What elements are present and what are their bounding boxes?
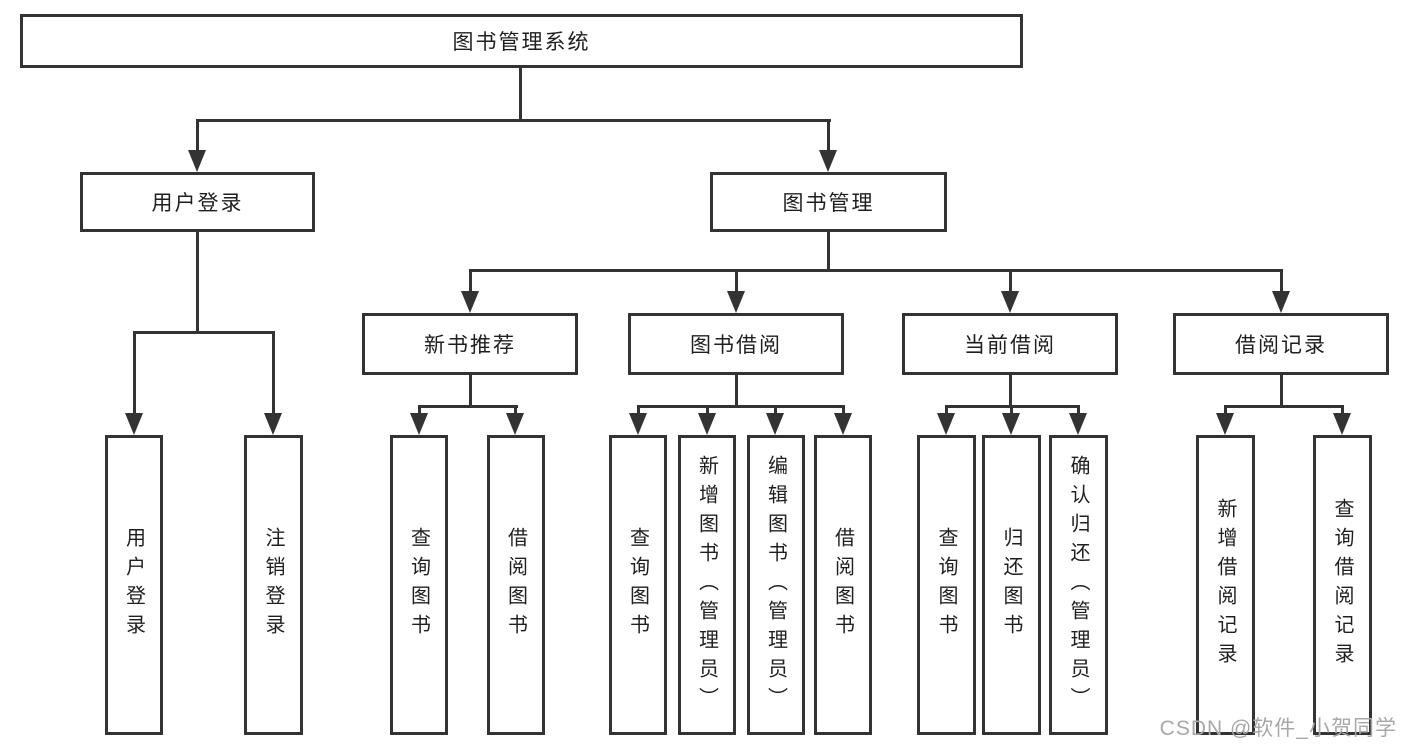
leaf-query-book-current: 查询图书: [917, 435, 976, 735]
arrowhead-down-icon: [629, 413, 647, 435]
connector-line: [469, 269, 1282, 272]
arrowhead-down-icon: [698, 413, 716, 435]
arrowhead-down-icon: [125, 413, 143, 435]
connector-line: [945, 405, 948, 415]
node-user-login: 用户登录: [80, 172, 315, 232]
leaf-add-borrow-record: 新增借阅记录: [1196, 435, 1255, 735]
connector-line: [1280, 269, 1283, 293]
connector-line: [827, 119, 830, 152]
connector-line: [418, 405, 421, 415]
connector-line: [272, 331, 275, 413]
connector-line: [469, 373, 472, 407]
arrowhead-down-icon: [188, 150, 206, 172]
connector-line: [637, 405, 640, 415]
connector-line: [1280, 373, 1283, 407]
leaf-return-book: 归还图书: [982, 435, 1041, 735]
arrowhead-down-icon: [461, 291, 479, 313]
connector-line: [133, 331, 275, 334]
connector-line: [1077, 405, 1080, 415]
connector-line: [469, 269, 472, 293]
leaf-query-book-borrow: 查询图书: [609, 435, 667, 735]
node-root: 图书管理系统: [20, 14, 1023, 68]
arrowhead-down-icon: [1272, 291, 1290, 313]
arrowhead-down-icon: [834, 413, 852, 435]
leaf-confirm-return-admin: 确认归还（管理员）: [1049, 435, 1108, 735]
leaf-query-borrow-record: 查询借阅记录: [1313, 435, 1372, 735]
connector-line: [196, 119, 831, 122]
connector-line: [133, 331, 136, 413]
connector-line: [1009, 373, 1012, 407]
arrowhead-down-icon: [1216, 413, 1234, 435]
leaf-borrow-book-newbook: 借阅图书: [487, 435, 545, 735]
connector-line: [514, 405, 517, 415]
connector-line: [1341, 405, 1344, 415]
connector-line: [706, 405, 709, 415]
arrowhead-down-icon: [264, 413, 282, 435]
connector-line: [842, 405, 845, 415]
arrowhead-down-icon: [1069, 413, 1087, 435]
leaf-logout: 注销登录: [244, 435, 303, 735]
arrowhead-down-icon: [410, 413, 428, 435]
csdn-watermark: CSDN @软件_小贺同学: [1159, 717, 1397, 740]
leaf-query-book-newbook: 查询图书: [390, 435, 448, 735]
arrowhead-down-icon: [1002, 413, 1020, 435]
connector-line: [1010, 405, 1013, 415]
node-book-borrow: 图书借阅: [628, 313, 844, 375]
node-current-borrow: 当前借阅: [902, 313, 1118, 375]
connector-line: [827, 230, 830, 272]
arrowhead-down-icon: [819, 150, 837, 172]
connector-line: [774, 405, 777, 415]
leaf-edit-book-admin: 编辑图书（管理员）: [747, 435, 805, 735]
connector-line: [418, 405, 518, 408]
connector-line: [1009, 269, 1012, 293]
arrowhead-down-icon: [937, 413, 955, 435]
connector-line: [196, 230, 199, 333]
leaf-user-login: 用户登录: [105, 435, 163, 735]
leaf-add-book-admin: 新增图书（管理员）: [678, 435, 736, 735]
connector-line: [735, 269, 738, 293]
connector-line: [519, 65, 522, 122]
connector-line: [1224, 405, 1344, 408]
arrowhead-down-icon: [506, 413, 524, 435]
connector-line: [196, 119, 199, 152]
node-book-management: 图书管理: [710, 172, 947, 232]
arrowhead-down-icon: [766, 413, 784, 435]
connector-line: [637, 405, 845, 408]
connector-line: [735, 373, 738, 407]
connector-line: [1224, 405, 1227, 415]
leaf-borrow-book: 借阅图书: [814, 435, 872, 735]
arrowhead-down-icon: [1001, 291, 1019, 313]
arrowhead-down-icon: [1333, 413, 1351, 435]
arrowhead-down-icon: [727, 291, 745, 313]
node-borrow-records: 借阅记录: [1173, 313, 1389, 375]
node-new-book-recommend: 新书推荐: [362, 313, 578, 375]
